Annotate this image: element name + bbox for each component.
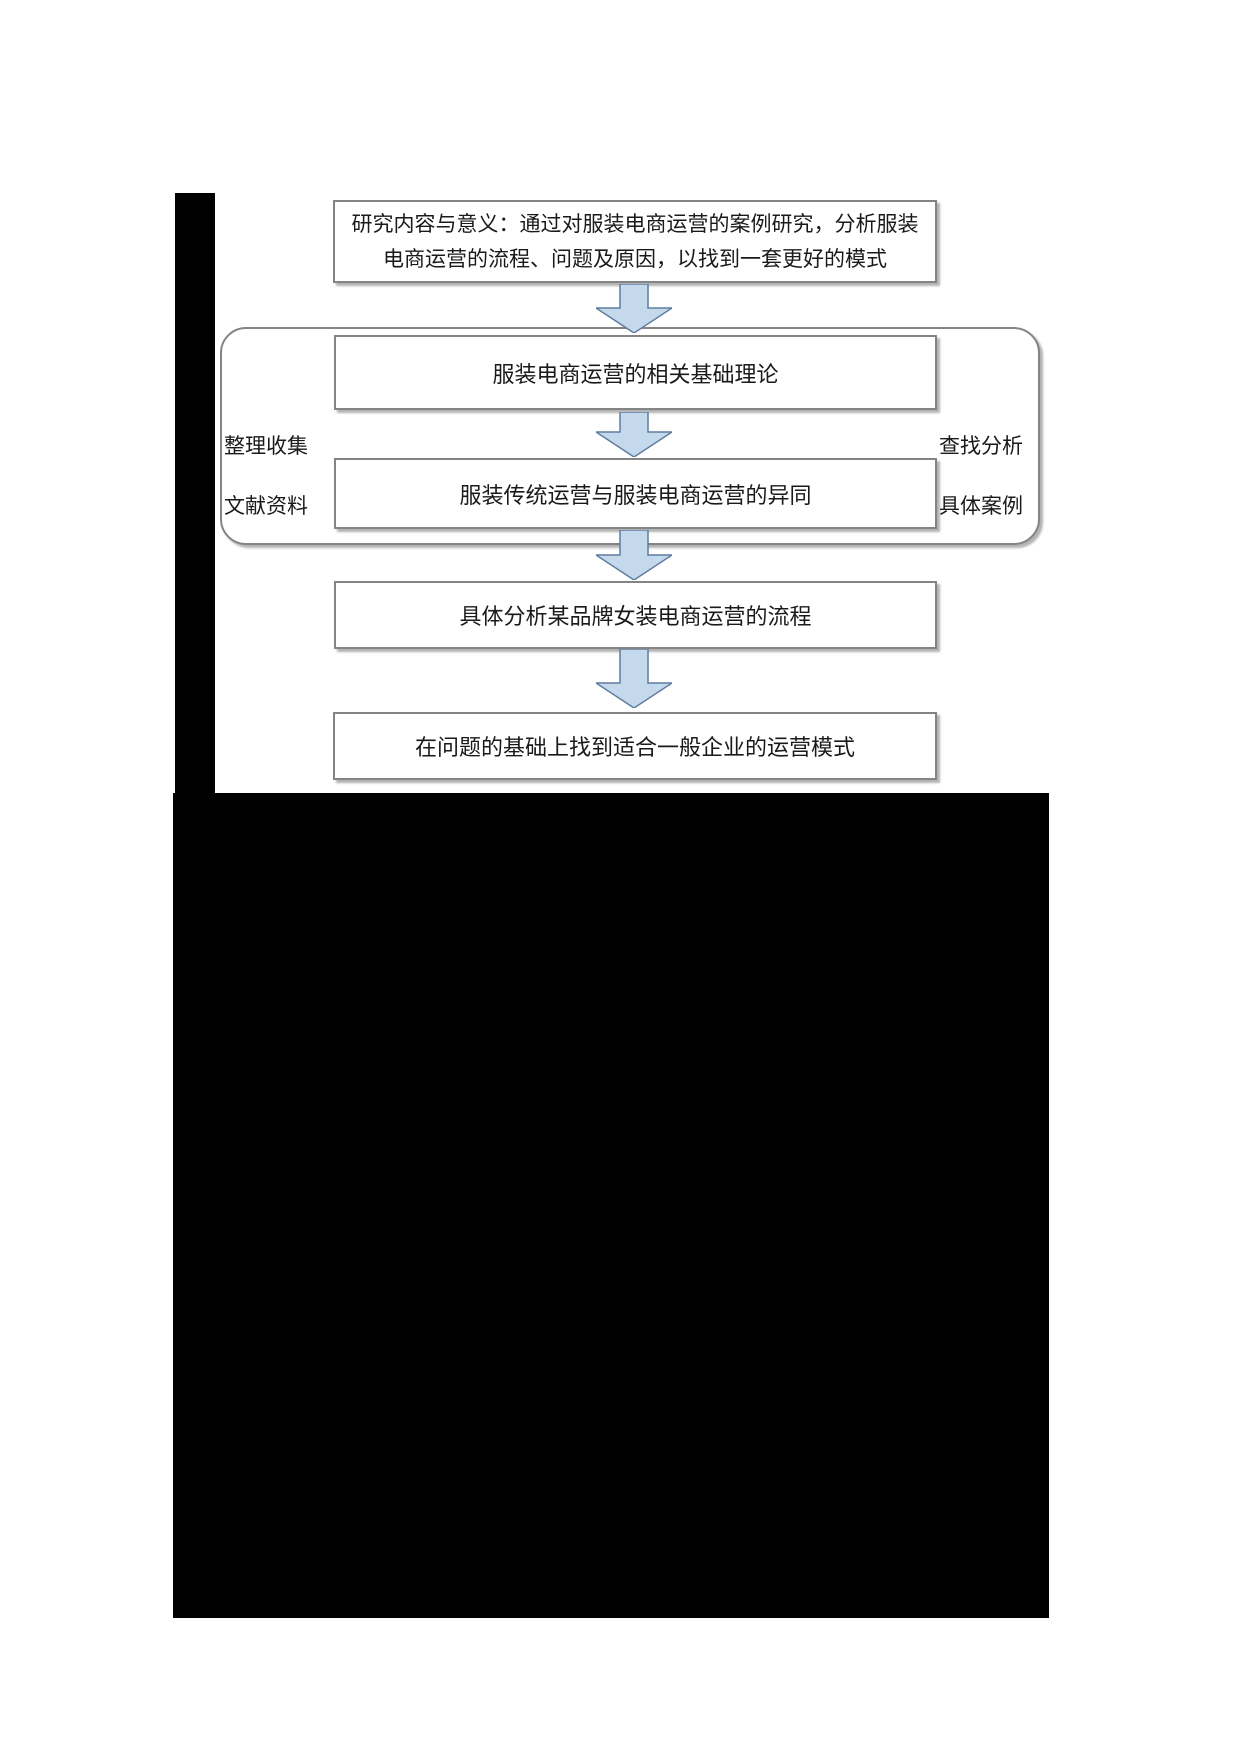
flow-box-model-text: 在问题的基础上找到适合一般企业的运营模式 [414, 735, 855, 760]
flow-box-theory: 服装电商运营的相关基础理论 [334, 335, 937, 410]
flow-box-intro-text: 研究内容与意义：通过对服装电商运营的案例研究，分析服装电商运营的流程、问题及原因… [351, 211, 919, 271]
down-arrow-icon [596, 412, 672, 457]
redaction-bar-left [175, 193, 215, 794]
side-label-left: 整理收集 文献资料 [224, 401, 308, 551]
side-label-left-line2: 文献资料 [224, 494, 308, 518]
flow-box-theory-text: 服装电商运营的相关基础理论 [492, 361, 779, 387]
flow-box-case-analysis: 具体分析某品牌女装电商运营的流程 [334, 581, 937, 649]
side-label-right-line2: 具体案例 [939, 494, 1023, 518]
redaction-block-bottom [173, 793, 1049, 1618]
down-arrow-icon [596, 530, 672, 580]
side-label-right-line1: 查找分析 [939, 434, 1023, 458]
flow-box-compare-text: 服装传统运营与服装电商运营的异同 [459, 482, 812, 508]
flow-box-compare: 服装传统运营与服装电商运营的异同 [334, 458, 937, 529]
flow-box-case-analysis-text: 具体分析某品牌女装电商运营的流程 [459, 604, 812, 629]
down-arrow-icon [596, 284, 672, 333]
side-label-left-line1: 整理收集 [224, 434, 308, 458]
flow-box-intro: 研究内容与意义：通过对服装电商运营的案例研究，分析服装电商运营的流程、问题及原因… [333, 200, 937, 283]
flow-box-model: 在问题的基础上找到适合一般企业的运营模式 [333, 712, 937, 780]
side-label-right: 查找分析 具体案例 [939, 401, 1023, 551]
down-arrow-icon [596, 649, 672, 708]
